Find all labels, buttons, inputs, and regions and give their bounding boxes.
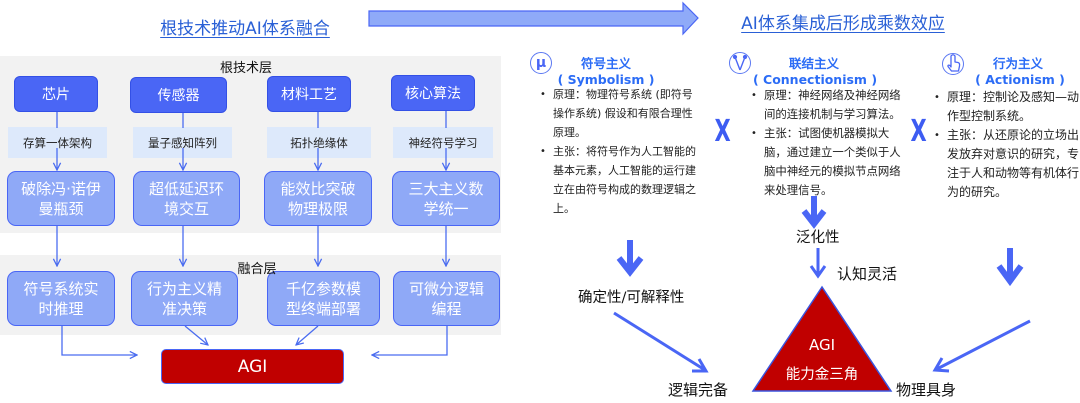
bullet-text: 原理：神经网络及神经网络间的连接机制与学习算法。 <box>764 88 901 121</box>
bullet-principle-connectionism: • 原理：神经网络及神经网络间的连接机制与学习算法。 <box>751 86 904 124</box>
down-arrow-symbolism <box>616 240 644 277</box>
connector-model-to-agi <box>296 325 319 345</box>
neural-network-icon <box>729 52 751 74</box>
trait-cognitive-flexibility: 认知灵活 <box>837 265 898 283</box>
breakthrough-box-chip: 破除冯·诺伊曼瓶颈 <box>7 171 115 226</box>
connector-behavior-to-agi <box>184 325 208 345</box>
right-title: AI体系集成后形成乘数效应 <box>741 14 945 34</box>
agi-triangle <box>751 285 893 392</box>
tech-box-material: 材料工艺 <box>267 76 351 112</box>
bullet-dot: • <box>751 128 757 139</box>
fusion-box-logic: 可微分逻辑编程 <box>393 271 500 326</box>
bullet-dot: • <box>540 89 546 100</box>
school-name-connectionism: 联结主义 <box>788 56 839 71</box>
breakthrough-box-sensor: 超低延迟环境交互 <box>133 171 240 226</box>
sub-label-material: 拓扑绝缘体 <box>267 127 371 158</box>
x-mark-symbolism-connectionism: X <box>714 114 731 149</box>
big-right-arrow <box>368 1 699 36</box>
mu-symbol-icon: μ <box>530 52 552 74</box>
bullet-text: 原理：控制论及感知—动作型控制系统。 <box>947 90 1080 123</box>
school-english-symbolism: ( Symbolism ) <box>557 72 655 87</box>
bullet-claim-symbolism: • 主张：将符号作为人工智能的基本元素，人工智能的运行建立在由符号构成的数理逻辑之… <box>540 142 700 218</box>
agi-box: AGI <box>161 349 344 384</box>
down-arrow-actionism <box>996 248 1024 287</box>
triangle-agi-label: AGI <box>808 336 836 354</box>
bullet-dot: • <box>540 146 546 157</box>
sub-label-sensor: 量子感知阵列 <box>133 127 232 158</box>
trait-physical-embodiment: 物理具身 <box>896 381 957 399</box>
connector-logic-to-agi <box>372 326 448 355</box>
down-arrow-connectionism <box>801 196 827 229</box>
fusion-layer-label: 融合层 <box>237 262 277 277</box>
connector-symbolic-to-agi <box>61 326 137 355</box>
root-layer-label: 根技术层 <box>219 61 272 76</box>
diagonal-arrow-logic <box>613 311 709 373</box>
bullet-text: 原理：物理符号系统 (即符号操作系统) 假设和有限合理性原理。 <box>553 88 693 139</box>
school-english-connectionism: ( Connectionism ) <box>752 72 878 87</box>
fusion-box-model: 千亿参数模型终端部署 <box>267 271 380 326</box>
school-name-symbolism: 符号主义 <box>580 56 631 71</box>
school-english-actionism: ( Actionism ) <box>975 72 1065 87</box>
bullets-connectionism: • 原理：神经网络及神经网络间的连接机制与学习算法。 • 主张：试图使机器模拟大脑，… <box>751 86 904 200</box>
bullet-principle-symbolism: • 原理：物理符号系统 (即符号操作系统) 假设和有限合理性原理。 <box>540 85 700 142</box>
bullet-text: 主张：将符号作为人工智能的基本元素，人工智能的运行建立在由符号构成的数理逻辑之上… <box>553 145 696 215</box>
breakthrough-box-material: 能效比突破物理极限 <box>264 171 372 226</box>
tech-box-chip: 芯片 <box>14 76 98 112</box>
x-mark-connectionism-actionism: X <box>910 114 927 149</box>
bullets-actionism: • 原理：控制论及感知—动作型控制系统。 • 主张：从还原论的立场出发放弃对意识的研… <box>934 88 1080 202</box>
fusion-box-behavior: 行为主义精准决策 <box>131 271 238 326</box>
sub-label-algorithm: 神经符号学习 <box>393 127 493 158</box>
diagonal-arrow-embodiment <box>932 319 1031 373</box>
bullet-dot: • <box>934 92 940 103</box>
bullet-claim-actionism: • 主张：从还原论的立场出发放弃对意识的研究，专注于人和动物等有机体行为的研究。 <box>934 126 1080 202</box>
bullet-dot: • <box>934 130 940 141</box>
mu-glyph: μ <box>535 55 547 71</box>
left-title: 根技术推动AI体系融合 <box>160 19 330 39</box>
hand-pointer-icon <box>942 53 964 75</box>
bullets-symbolism: • 原理：物理符号系统 (即符号操作系统) 假设和有限合理性原理。 • 主张：将符号… <box>540 85 700 218</box>
trait-logical-completeness: 逻辑完备 <box>668 381 729 399</box>
bullet-claim-connectionism: • 主张：试图使机器模拟大脑，通过建立一个类似于人脑中神经元的模拟节点网络来处理信… <box>751 124 904 200</box>
down-arrow-generalization <box>809 248 827 279</box>
triangle-capability-label: 能力金三角 <box>785 367 859 383</box>
trait-determinism: 确定性/可解释性 <box>578 290 685 306</box>
tech-box-algorithm: 核心算法 <box>391 75 475 111</box>
trait-generalization: 泛化性 <box>796 230 840 246</box>
bullet-text: 主张：从还原论的立场出发放弃对意识的研究，专注于人和动物等有机体行为的研究。 <box>947 128 1080 199</box>
bullet-text: 主张：试图使机器模拟大脑，通过建立一个类似于人脑中神经元的模拟节点网络来处理信号… <box>764 126 901 197</box>
fusion-box-symbolic: 符号系统实时推理 <box>7 271 115 326</box>
tech-box-sensor: 传感器 <box>130 77 227 113</box>
breakthrough-box-algorithm: 三大主义数学统一 <box>392 171 500 226</box>
bullet-principle-actionism: • 原理：控制论及感知—动作型控制系统。 <box>934 88 1080 126</box>
school-name-actionism: 行为主义 <box>992 56 1043 71</box>
bullet-dot: • <box>751 90 757 101</box>
